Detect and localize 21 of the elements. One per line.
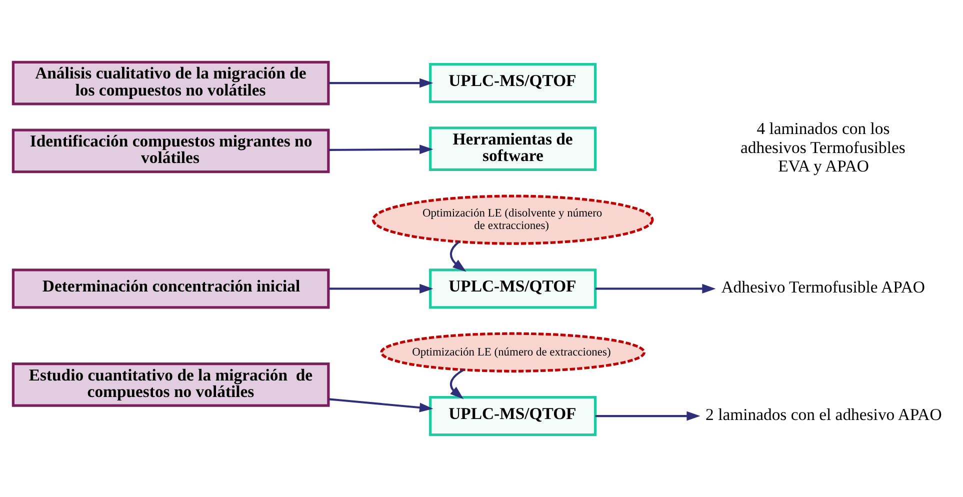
node-text: Adhesivo Termofusible APAO [721, 278, 925, 297]
node-box: UPLC-MS/QTOF [429, 268, 597, 309]
arrow [450, 368, 464, 400]
node-box: Análisis cualitativo de la migración de los compuestos no volátiles [12, 60, 330, 106]
arrow [328, 78, 434, 88]
node-box: Identificación compuestos migrantes no volátiles [12, 128, 330, 174]
node-box: Determinación concentración inicial [12, 268, 330, 309]
node-box: UPLC-MS/QTOF [429, 396, 597, 436]
label: 4 laminados con los adhesivos Termofusibles EVA y APAO [740, 118, 906, 176]
arrow [328, 284, 434, 294]
node-box: Herramientas de software [429, 126, 597, 171]
node-box: UPLC-MS/QTOF [429, 62, 597, 104]
arrow [328, 398, 434, 412]
arrow [450, 240, 466, 272]
arrow [328, 144, 434, 154]
arrow [595, 411, 700, 421]
node-box: Estudio cuantitativo de la migración de compuestos no volátiles [12, 362, 330, 407]
node-text: 2 laminados con el adhesivo APAO [706, 405, 942, 424]
arrow [595, 284, 716, 294]
node-ellipse: Optimización LE (número de extracciones) [380, 332, 646, 372]
node-ellipse: Optimización LE (disolvente y número de extracciones) [372, 194, 654, 245]
